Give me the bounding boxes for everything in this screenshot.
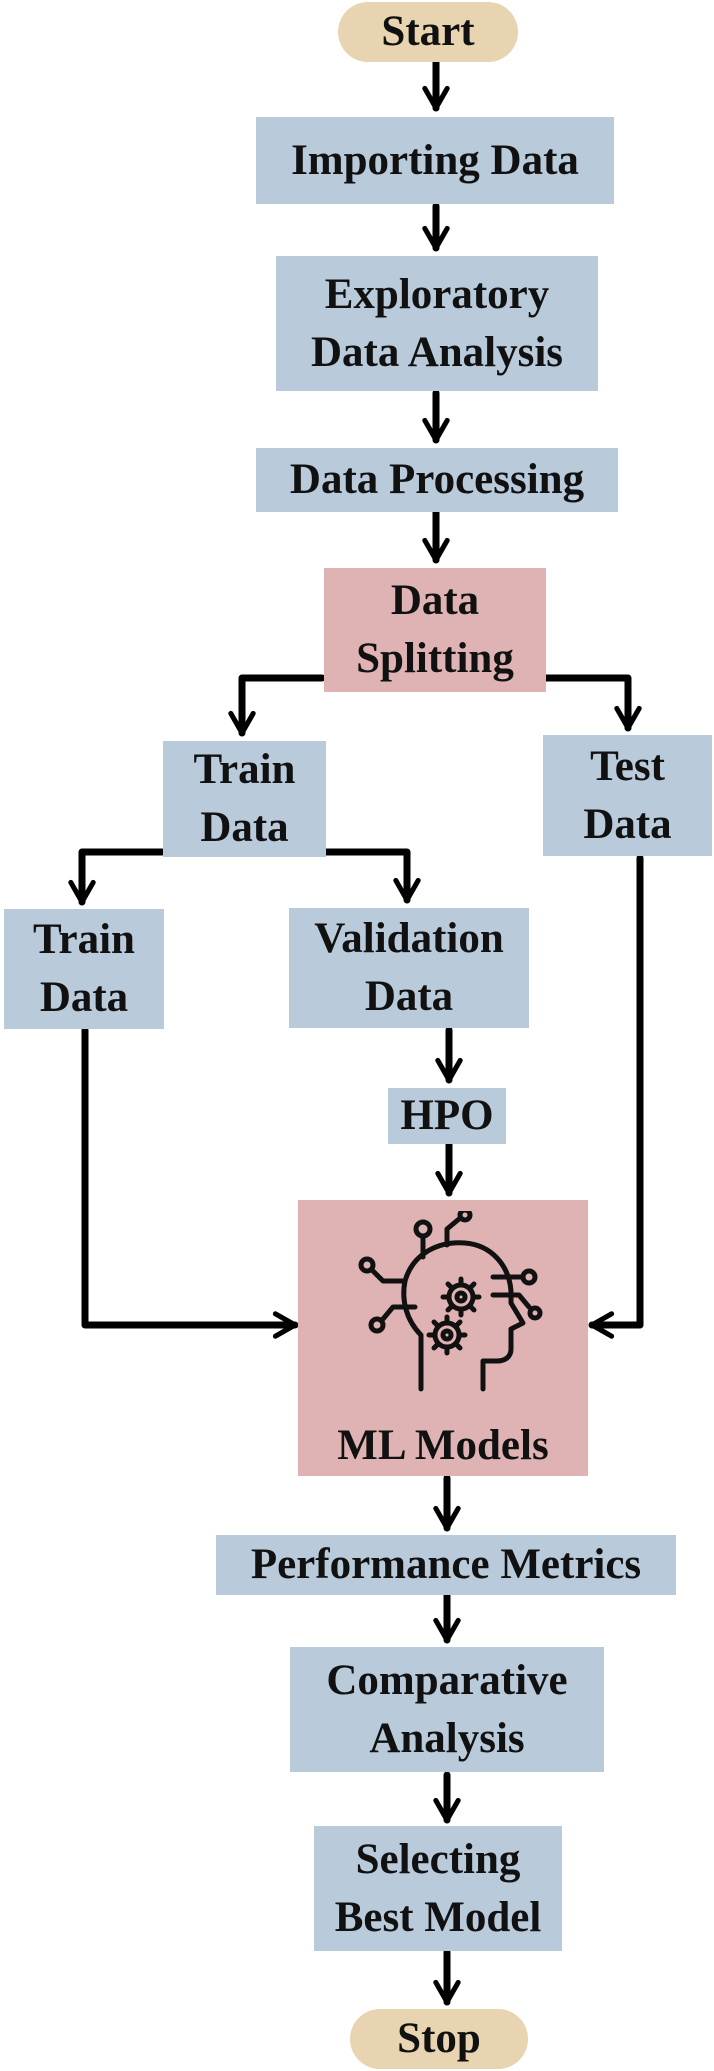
selecting-line1: Selecting	[355, 1835, 521, 1883]
train-data-line1: Train	[193, 746, 296, 793]
test-data-line1: Test	[590, 742, 665, 790]
test-data-node: Test Data	[543, 735, 712, 856]
comparative-line2: Analysis	[369, 1714, 525, 1762]
start-label: Start	[381, 8, 475, 55]
train-data-sub-line2: Data	[39, 974, 129, 1021]
data-splitting-node: Data Splitting	[324, 568, 546, 692]
validation-data-line1: Validation	[314, 915, 504, 962]
ml-models-label: ML Models	[337, 1422, 549, 1469]
arrow-splitting-train	[228, 674, 326, 737]
stop-node: Stop	[350, 2009, 528, 2069]
hpo-node: HPO	[388, 1088, 506, 1144]
selecting-line2: Best Model	[334, 1893, 542, 1941]
start-node: Start	[338, 2, 518, 62]
arrow-train-trainsub	[68, 848, 166, 906]
performance-metrics-label: Performance Metrics	[250, 1541, 642, 1588]
data-splitting-line2: Splitting	[356, 635, 514, 682]
validation-data-node: Validation Data	[289, 908, 529, 1028]
eda-label-line2: Data Analysis	[310, 328, 564, 376]
ml-models-node: ML Models	[298, 1200, 588, 1476]
stop-label: Stop	[397, 2015, 481, 2062]
importing-data-label: Importing Data	[291, 136, 579, 184]
data-processing-label: Data Processing	[289, 456, 585, 503]
ai-head-gears-icon	[358, 1211, 543, 1392]
train-data-line2: Data	[200, 804, 289, 851]
train-data-node: Train Data	[163, 741, 326, 857]
hpo-label: HPO	[400, 1092, 494, 1139]
performance-metrics-node: Performance Metrics	[216, 1535, 676, 1595]
validation-data-line2: Data	[364, 973, 454, 1020]
eda-label-line1: Exploratory	[324, 270, 550, 318]
train-data-sub-node: Train Data	[4, 909, 164, 1029]
train-data-sub-line1: Train	[33, 916, 135, 963]
data-processing-node: Data Processing	[256, 448, 618, 512]
eda-node: Exploratory Data Analysis	[276, 256, 598, 391]
arrow-splitting-test	[538, 674, 642, 732]
test-data-line2: Data	[583, 800, 672, 848]
comparative-analysis-node: Comparative Analysis	[290, 1647, 604, 1772]
comparative-line1: Comparative	[326, 1656, 568, 1704]
arrow-train-validation	[318, 848, 421, 904]
arrow-test-ml	[588, 854, 644, 1339]
arrow-trainsub-ml	[81, 1026, 299, 1339]
data-splitting-line1: Data	[390, 577, 480, 624]
selecting-best-model-node: Selecting Best Model	[314, 1826, 562, 1951]
importing-data-node: Importing Data	[256, 117, 614, 204]
